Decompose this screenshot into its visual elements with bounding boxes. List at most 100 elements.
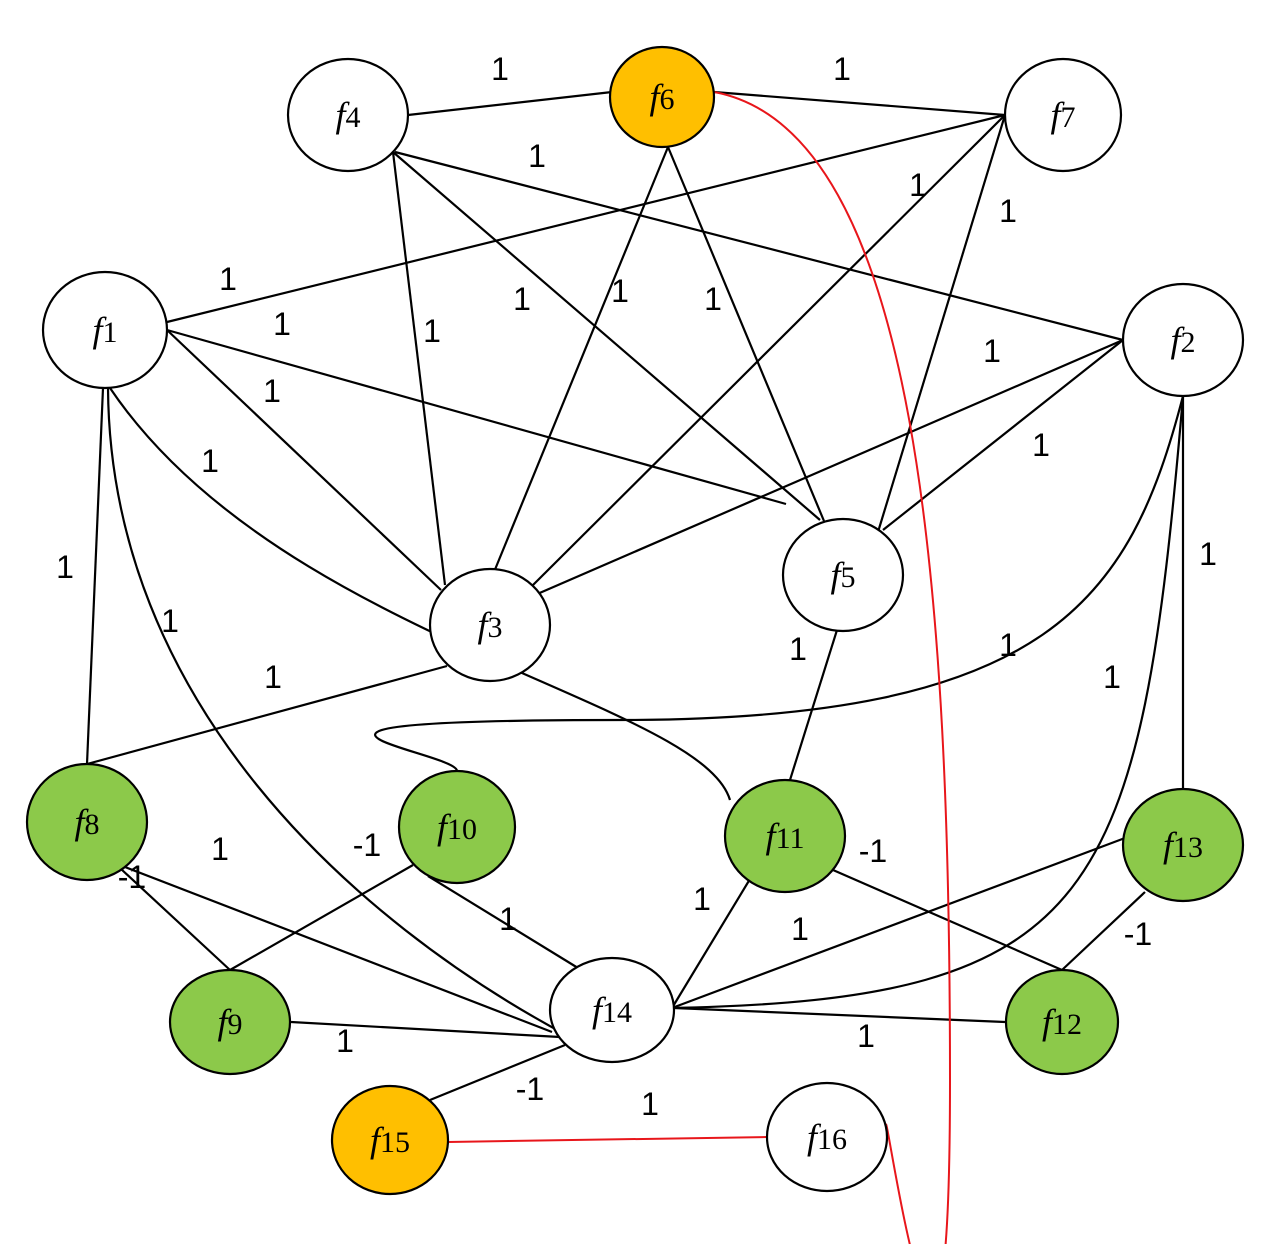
node-circle-f11 — [723, 778, 847, 894]
edge-weight-f2-f13: 1 — [1199, 536, 1217, 572]
edge-weight-f11-f14: 1 — [693, 881, 711, 917]
node-label-f4: f4 — [335, 95, 360, 135]
edge-f11-f12 — [832, 868, 1063, 972]
node-label-index: 12 — [1052, 1008, 1082, 1041]
node-circle-f14 — [548, 956, 676, 1064]
node-circle-f5 — [781, 517, 905, 633]
edge-f15-f16 — [447, 1136, 768, 1143]
edge-f13-f14 — [671, 836, 1126, 1010]
edge-weight-f1-f3: 1 — [263, 373, 281, 409]
edge-weight-f10-f9: -1 — [353, 827, 381, 863]
edge-weight-f6-f5: 1 — [704, 281, 722, 317]
edge-weight-f4-f5: 1 — [513, 281, 531, 317]
edge-f2-f10 — [373, 395, 1185, 772]
node-f16: f16 — [765, 1081, 889, 1193]
node-label-f7: f7 — [1050, 95, 1075, 135]
edge-weight-f4-f6: 1 — [491, 51, 509, 87]
edge-weight-f1-f5: 1 — [273, 306, 291, 342]
edge-weight-f15-f16: 1 — [641, 1086, 659, 1122]
node-f2: f2 — [1121, 282, 1245, 398]
edge-weight-f9-f14: 1 — [336, 1023, 354, 1059]
node-label-index: 13 — [1173, 831, 1203, 864]
node-label-f16: f16 — [807, 1117, 847, 1157]
edge-f2-f5 — [882, 339, 1124, 531]
node-label-f14: f14 — [592, 990, 632, 1030]
node-label-index: 7 — [1061, 101, 1076, 134]
node-f8: f8 — [25, 762, 149, 882]
edge-weight-f14-f12: 1 — [857, 1018, 875, 1054]
node-label-index: 3 — [488, 611, 503, 644]
edge-weight-f4-f3: 1 — [423, 313, 441, 349]
edge-f10-f9 — [229, 864, 414, 971]
node-label-f2: f2 — [1170, 320, 1195, 360]
node-circle-f1 — [41, 270, 169, 390]
edge-f4-f3 — [391, 151, 447, 586]
edge-weight-f11-f12: -1 — [859, 833, 887, 869]
node-f4: f4 — [286, 57, 410, 173]
edge-f6-f16 — [713, 91, 952, 1244]
edge-f10-f14 — [427, 875, 579, 969]
node-label-f1: f1 — [92, 310, 117, 350]
node-f1: f1 — [41, 270, 169, 390]
edge-weight-f5-f11: 1 — [789, 631, 807, 667]
node-f6: f6 — [608, 45, 716, 149]
edge-weight-f3-f8: 1 — [264, 659, 282, 695]
edge-f9-f14 — [290, 1020, 561, 1039]
node-label-f3: f3 — [477, 605, 502, 645]
node-label-index: 11 — [776, 822, 805, 855]
node-f3: f3 — [428, 567, 552, 683]
edge-f11-f14 — [671, 878, 751, 1009]
edges-layer — [85, 90, 1185, 1244]
node-f7: f7 — [1003, 57, 1123, 173]
node-circle-f8 — [25, 762, 149, 882]
edge-f6-f7 — [713, 90, 1006, 117]
node-label-f15: f15 — [370, 1120, 410, 1160]
edge-weight-f1-f8: 1 — [56, 549, 74, 585]
node-f9: f9 — [168, 968, 292, 1076]
node-circle-f15 — [330, 1084, 450, 1196]
edge-weight-f2-f10: 1 — [999, 627, 1017, 663]
node-label-index: 14 — [602, 996, 632, 1029]
edge-f1-f14 — [106, 387, 571, 1038]
node-label-index: 8 — [85, 808, 100, 841]
node-label-index: 6 — [660, 83, 675, 116]
node-label-f9: f9 — [217, 1002, 242, 1042]
edge-f7-f5 — [876, 114, 1007, 533]
edge-weight-f2-f5: 1 — [1032, 427, 1050, 463]
node-circle-f2 — [1121, 282, 1245, 398]
edge-weight-f13-f14: 1 — [791, 911, 809, 947]
edge-f4-f2 — [394, 150, 1124, 342]
edge-weight-f4-f2: 1 — [528, 138, 546, 174]
node-circle-f16 — [765, 1081, 889, 1193]
edge-f14-f12 — [673, 1006, 1006, 1024]
node-label-f12: f12 — [1042, 1002, 1082, 1042]
node-label-index: 16 — [817, 1123, 847, 1156]
node-label-index: 5 — [841, 561, 856, 594]
node-label-f11: f11 — [766, 816, 805, 856]
edge-weight-f14-f15: -1 — [516, 1071, 544, 1107]
edge-f4-f6 — [407, 90, 613, 117]
edge-f3-f8 — [86, 664, 448, 766]
node-f14: f14 — [548, 956, 676, 1064]
edge-f7-f1 — [166, 113, 1006, 324]
node-circle-f10 — [397, 769, 517, 885]
edge-f13-f12 — [1061, 891, 1146, 971]
edge-f8-f9 — [120, 868, 231, 971]
edge-f5-f11 — [788, 629, 839, 781]
node-label-index: 1 — [103, 316, 118, 349]
edge-weight-f13-f12: -1 — [1124, 916, 1152, 952]
node-f10: f10 — [397, 769, 517, 885]
edge-weight-f1-f14: 1 — [161, 603, 179, 639]
edge-f4-f5 — [392, 151, 821, 521]
node-circle-f13 — [1121, 787, 1245, 903]
edge-weight-f10-f14: 1 — [499, 901, 517, 937]
node-label-f10: f10 — [437, 807, 477, 847]
node-circle-f4 — [286, 57, 410, 173]
edge-weight-f6-f7: 1 — [833, 51, 851, 87]
edge-f2-f14 — [669, 395, 1185, 1010]
node-label-f13: f13 — [1163, 825, 1203, 865]
edge-weight-f7-f3: 1 — [909, 167, 927, 203]
node-label-index: 9 — [228, 1008, 243, 1041]
